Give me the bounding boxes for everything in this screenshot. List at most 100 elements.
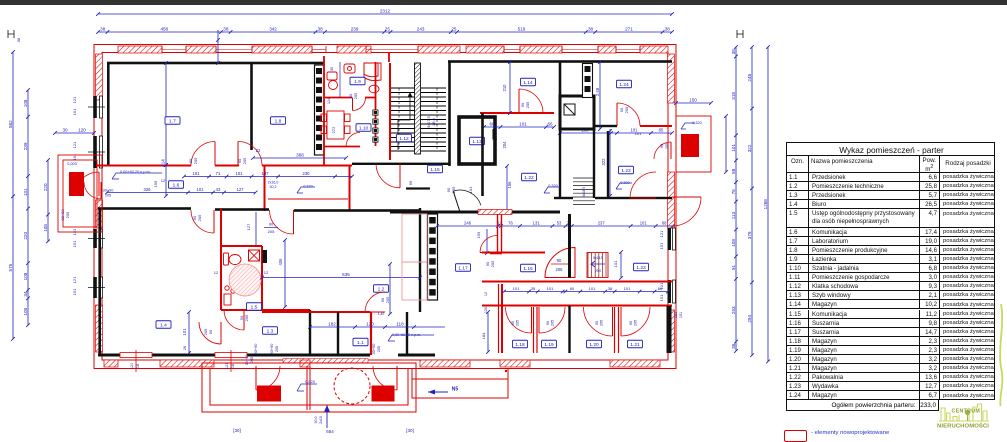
svg-text:121: 121 — [225, 363, 229, 369]
svg-text:60: 60 — [658, 286, 663, 291]
svg-text:38: 38 — [588, 27, 594, 32]
svg-text:239: 239 — [23, 142, 28, 150]
svg-text:0,320: 0,320 — [548, 184, 558, 188]
svg-text:120: 120 — [484, 307, 488, 313]
svg-text:101: 101 — [589, 286, 596, 291]
svg-text:519: 519 — [518, 27, 526, 32]
svg-text:151: 151 — [72, 153, 77, 160]
svg-text:66: 66 — [547, 122, 553, 127]
svg-text:66: 66 — [489, 122, 495, 127]
svg-text:90: 90 — [208, 329, 213, 334]
svg-text:43: 43 — [216, 187, 221, 192]
svg-text:120: 120 — [366, 322, 374, 327]
svg-text:121: 121 — [130, 363, 134, 369]
svg-text:28: 28 — [183, 346, 187, 350]
svg-text:107: 107 — [262, 171, 270, 176]
svg-text:12: 12 — [161, 178, 166, 183]
svg-text:85: 85 — [659, 128, 664, 133]
svg-text:151: 151 — [659, 294, 664, 301]
svg-text:38: 38 — [223, 27, 229, 32]
svg-text:151: 151 — [659, 242, 664, 249]
svg-text:108: 108 — [23, 272, 28, 280]
svg-text:1.23: 1.23 — [621, 168, 631, 174]
svg-text:379: 379 — [747, 231, 752, 239]
svg-text:38: 38 — [665, 27, 671, 32]
svg-text:205: 205 — [377, 346, 381, 352]
svg-text:90: 90 — [239, 315, 244, 320]
svg-text:90: 90 — [192, 215, 197, 220]
svg-text:68: 68 — [662, 221, 667, 226]
svg-text:1.18: 1.18 — [515, 342, 525, 348]
svg-text:205: 205 — [65, 211, 70, 218]
svg-text:342: 342 — [269, 27, 277, 32]
svg-text:91: 91 — [731, 265, 736, 271]
svg-text:101: 101 — [236, 171, 244, 176]
svg-text:90: 90 — [619, 107, 624, 112]
svg-text:18: 18 — [136, 364, 140, 368]
svg-text:90: 90 — [660, 144, 664, 148]
svg-text:38: 38 — [608, 286, 613, 291]
svg-text:30,2: 30,2 — [270, 185, 277, 189]
svg-text:205: 205 — [490, 260, 495, 267]
svg-text:35: 35 — [531, 286, 536, 291]
svg-text:156: 156 — [507, 181, 512, 189]
svg-text:205: 205 — [268, 229, 275, 234]
svg-text:[30]: [30] — [406, 428, 414, 433]
svg-text:120: 120 — [78, 128, 86, 133]
svg-text:101: 101 — [640, 221, 648, 226]
svg-text:29,0: 29,0 — [595, 269, 601, 273]
svg-text:205: 205 — [665, 143, 669, 149]
svg-text:151: 151 — [72, 288, 77, 295]
svg-text:N5: N5 — [452, 387, 459, 393]
svg-text:1.15: 1.15 — [430, 167, 440, 173]
svg-text:0,00+60,20 n.p.m.: 0,00+60,20 n.p.m. — [120, 170, 151, 174]
svg-text:124: 124 — [327, 98, 331, 104]
svg-text:0,320: 0,320 — [303, 185, 313, 189]
svg-text:90: 90 — [188, 158, 193, 163]
svg-text:71: 71 — [216, 171, 221, 176]
svg-text:582: 582 — [8, 120, 13, 128]
svg-text:108: 108 — [43, 224, 48, 232]
svg-text:121: 121 — [72, 141, 77, 148]
svg-text:1.12: 1.12 — [399, 136, 409, 142]
svg-text:322: 322 — [747, 144, 752, 152]
svg-text:1.1: 1.1 — [357, 340, 364, 346]
svg-text:2x16,0: 2x16,0 — [268, 181, 279, 185]
svg-text:30+90: 30+90 — [103, 189, 114, 193]
svg-text:1.3: 1.3 — [267, 329, 274, 335]
svg-text:1.19: 1.19 — [544, 342, 554, 348]
svg-text:101: 101 — [624, 286, 631, 291]
svg-text:205: 205 — [600, 320, 604, 326]
svg-text:12: 12 — [484, 292, 488, 296]
svg-text:243: 243 — [417, 27, 425, 32]
svg-text:205: 205 — [203, 328, 208, 335]
svg-text:121: 121 — [659, 230, 664, 237]
svg-text:101: 101 — [468, 186, 473, 193]
svg-text:205: 205 — [634, 320, 638, 326]
svg-text:101: 101 — [613, 260, 618, 267]
svg-text:78: 78 — [731, 189, 736, 195]
svg-text:9x17,5: 9x17,5 — [427, 116, 431, 127]
svg-text:12: 12 — [497, 221, 502, 226]
svg-text:38: 38 — [731, 343, 736, 349]
svg-text:205: 205 — [525, 101, 530, 108]
svg-text:0,020: 0,020 — [305, 379, 316, 384]
svg-text:253: 253 — [731, 306, 736, 314]
svg-text:101: 101 — [547, 286, 554, 291]
svg-text:121: 121 — [659, 282, 664, 289]
svg-text:205: 205 — [516, 320, 520, 326]
svg-text:1.21: 1.21 — [630, 342, 640, 348]
svg-text:90: 90 — [557, 258, 562, 263]
svg-text:131: 131 — [23, 188, 28, 196]
svg-text:1.8: 1.8 — [275, 119, 282, 125]
svg-text:90: 90 — [511, 321, 515, 325]
svg-text:205: 205 — [250, 357, 254, 363]
svg-text:76: 76 — [508, 221, 513, 226]
svg-text:101: 101 — [182, 328, 187, 336]
svg-text:151: 151 — [679, 312, 683, 318]
svg-text:38: 38 — [318, 27, 324, 32]
svg-text:272: 272 — [331, 126, 336, 133]
svg-text:101: 101 — [513, 286, 520, 291]
svg-text:53: 53 — [557, 221, 562, 226]
svg-text:30: 30 — [62, 128, 68, 133]
